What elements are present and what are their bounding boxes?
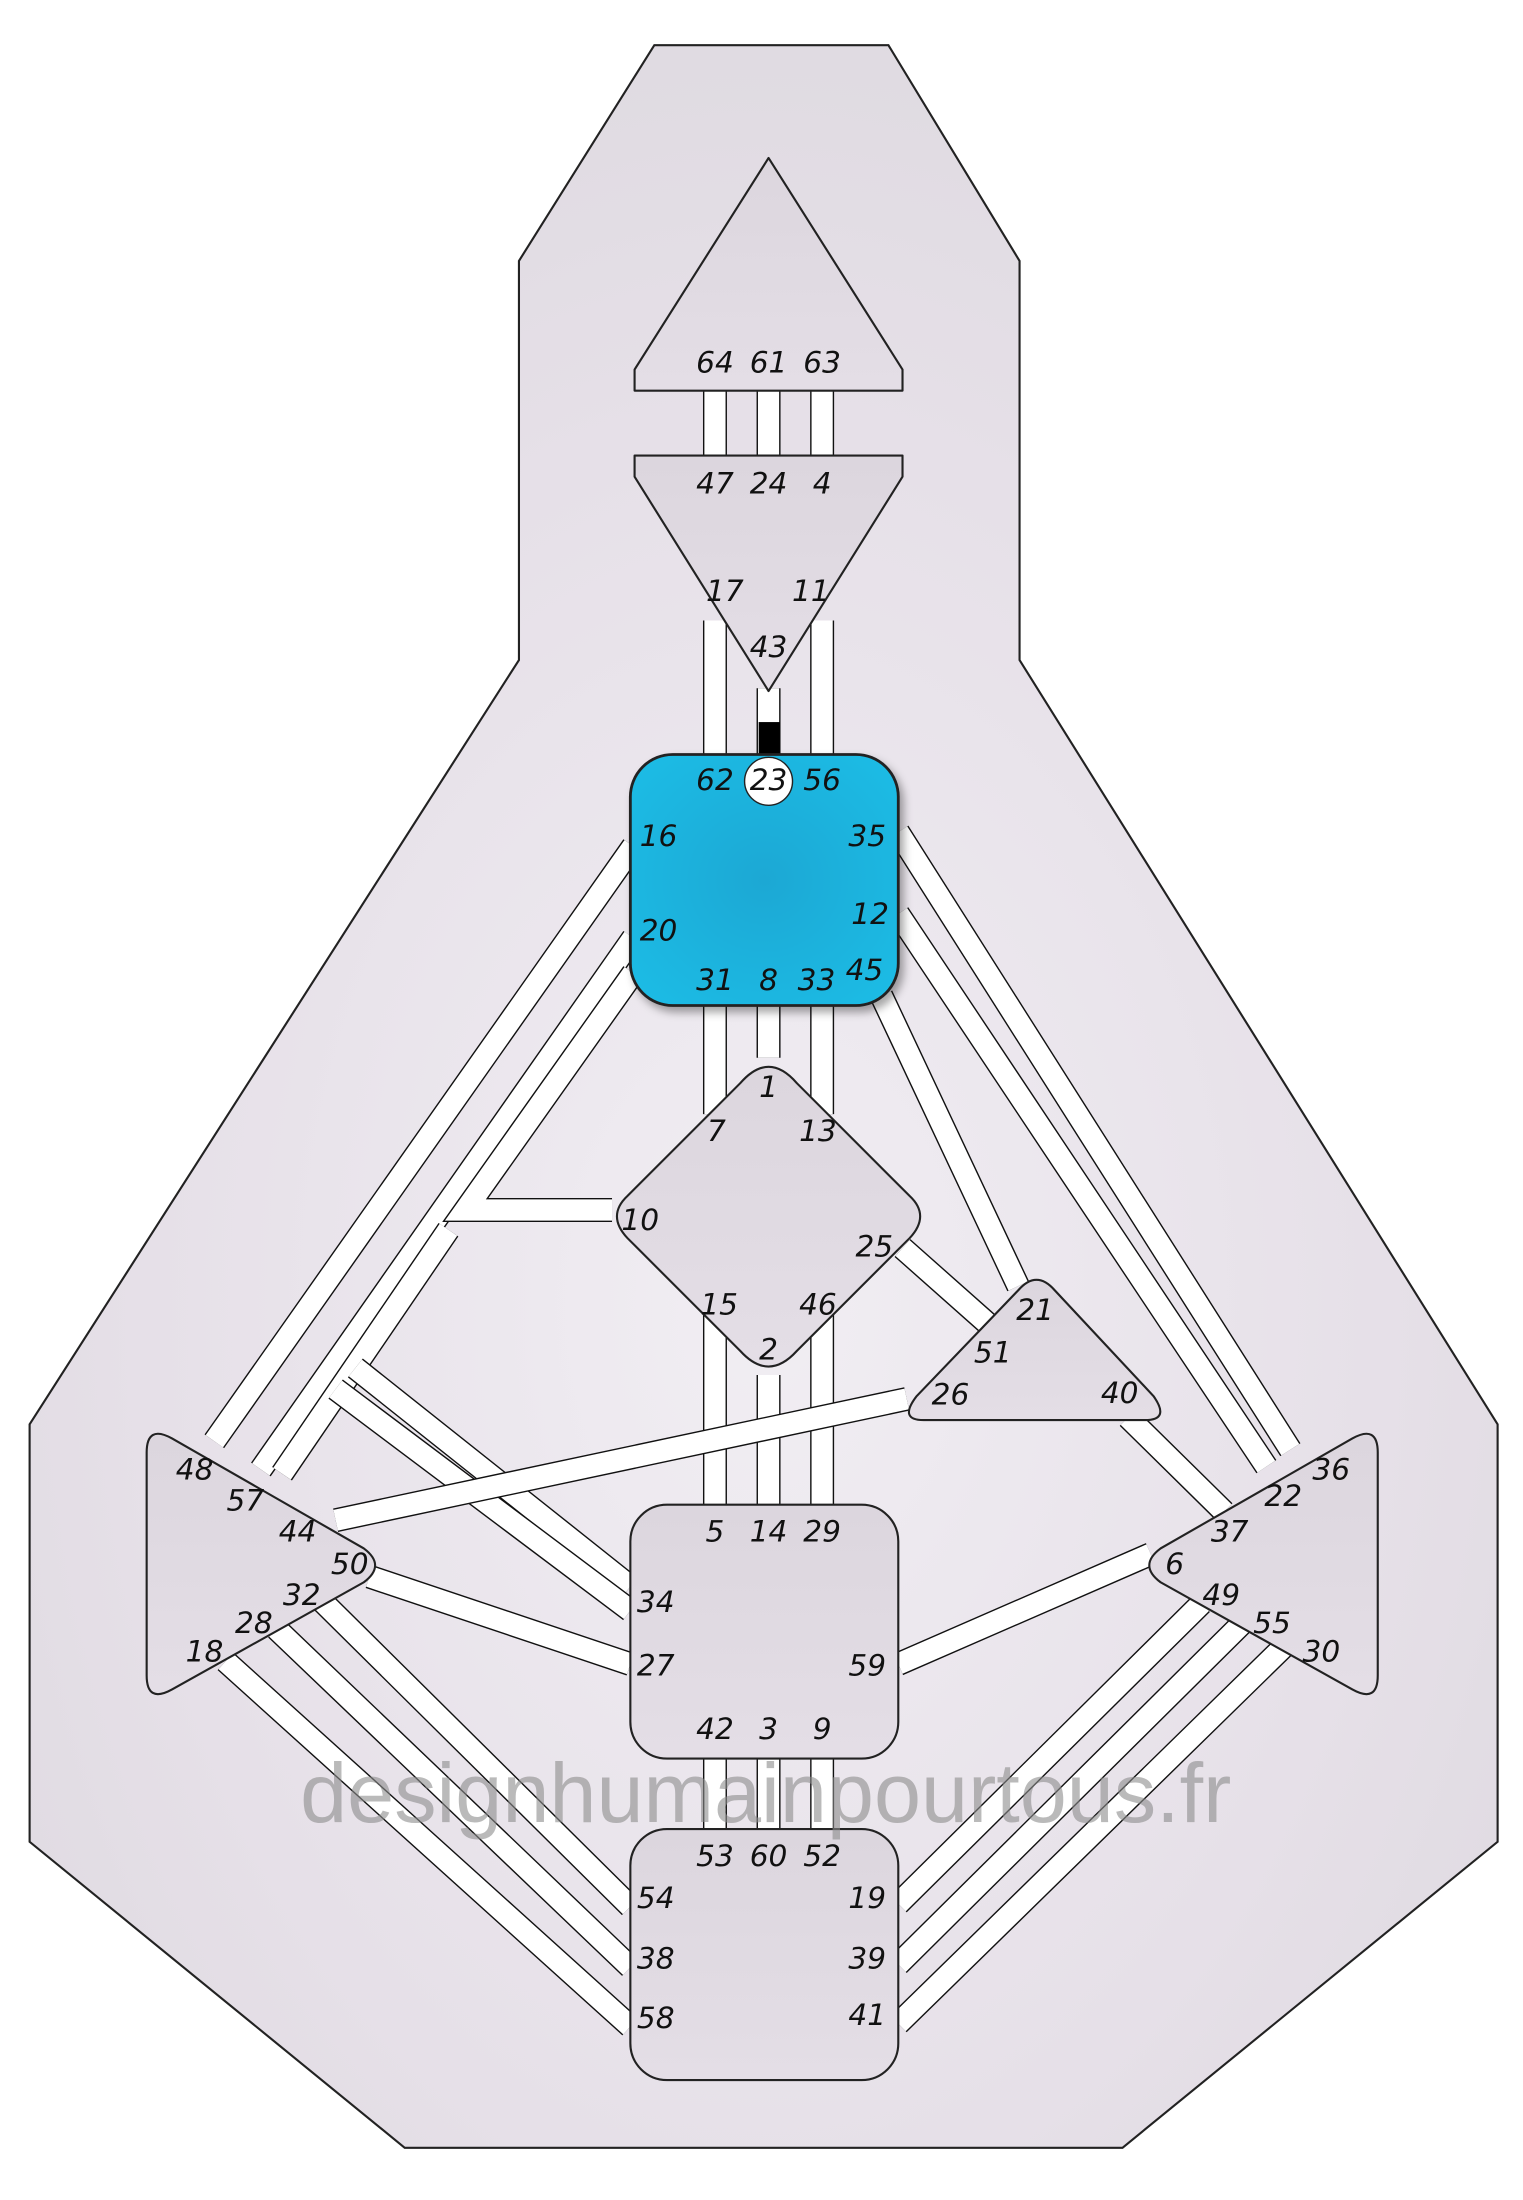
gate-58[interactable]: 58 <box>637 2001 675 2035</box>
channel-19-49 <box>889 1594 1210 1913</box>
gate-4[interactable]: 4 <box>813 467 832 501</box>
gate-13[interactable]: 13 <box>799 1114 837 1148</box>
center-sacral[interactable] <box>629 1503 900 1760</box>
gate-11[interactable]: 11 <box>792 574 830 608</box>
channel-35-36 <box>888 825 1301 1457</box>
gate-61[interactable]: 61 <box>750 345 788 379</box>
channel-41-30 <box>889 1638 1292 2033</box>
channel-44-26 <box>333 1387 910 1532</box>
gate-50[interactable]: 50 <box>331 1547 369 1581</box>
gate-23[interactable]: 23 <box>750 763 788 797</box>
gate-43-defined-segment <box>758 722 780 756</box>
gate-28[interactable]: 28 <box>235 1606 273 1640</box>
channel-32-54 <box>313 1592 639 1916</box>
gate-46[interactable]: 46 <box>799 1287 837 1321</box>
gate-17[interactable]: 17 <box>706 574 744 608</box>
gate-22[interactable]: 22 <box>1264 1479 1302 1513</box>
gate-43[interactable]: 43 <box>750 630 788 664</box>
center-head[interactable] <box>633 156 904 392</box>
active-gate-23-marker <box>743 756 794 806</box>
gate-40[interactable]: 40 <box>1101 1376 1139 1410</box>
channel-50-27 <box>365 1565 635 1676</box>
gate-20[interactable]: 20 <box>640 914 678 948</box>
channel-28-38 <box>268 1620 639 1976</box>
gate-62[interactable]: 62 <box>696 763 734 797</box>
gate-35[interactable]: 35 <box>848 819 886 853</box>
gate-52[interactable]: 52 <box>803 1839 841 1873</box>
gate-32[interactable]: 32 <box>283 1578 321 1612</box>
gate-42[interactable]: 42 <box>696 1712 734 1746</box>
gate-10[interactable]: 10 <box>621 1203 659 1237</box>
channel-45-21 <box>870 990 1029 1292</box>
gate-8[interactable]: 8 <box>759 963 778 997</box>
channel-12-22 <box>888 907 1277 1474</box>
gate-53[interactable]: 53 <box>696 1839 734 1873</box>
center-solar-plexus[interactable] <box>1148 1432 1379 1696</box>
center-spleen[interactable] <box>145 1432 377 1696</box>
gate-27[interactable]: 27 <box>637 1648 675 1682</box>
gate-7[interactable]: 7 <box>707 1114 726 1148</box>
gate-5[interactable]: 5 <box>706 1514 725 1548</box>
channel-25-51 <box>894 1239 998 1335</box>
channel-20-10 <box>442 966 643 1222</box>
gate-2[interactable]: 2 <box>759 1333 778 1367</box>
center-ajna[interactable] <box>633 454 904 693</box>
channel-40-37 <box>1119 1408 1233 1521</box>
center-heart[interactable] <box>907 1278 1162 1422</box>
gate-12[interactable]: 12 <box>851 897 889 931</box>
gate-36[interactable]: 36 <box>1312 1452 1350 1486</box>
gate-19[interactable]: 19 <box>848 1881 886 1915</box>
center-g[interactable] <box>615 1066 922 1368</box>
gate-21[interactable]: 21 <box>1016 1293 1054 1327</box>
gate-30[interactable]: 30 <box>1302 1634 1340 1668</box>
gate-18[interactable]: 18 <box>186 1634 224 1668</box>
gate-16[interactable]: 16 <box>640 819 678 853</box>
gate-57[interactable]: 57 <box>227 1483 265 1517</box>
gate-1[interactable]: 1 <box>759 1070 778 1104</box>
gate-45[interactable]: 45 <box>846 953 884 987</box>
gate-56[interactable]: 56 <box>803 763 841 797</box>
channel-18-58 <box>217 1652 639 2036</box>
gate-3[interactable]: 3 <box>759 1712 778 1746</box>
gate-55[interactable]: 55 <box>1253 1606 1291 1640</box>
center-throat[interactable] <box>628 753 900 1007</box>
gate-24[interactable]: 24 <box>750 467 788 501</box>
gate-15[interactable]: 15 <box>700 1287 738 1321</box>
channels <box>204 390 1301 2036</box>
gate-6[interactable]: 6 <box>1165 1547 1184 1581</box>
gate-39[interactable]: 39 <box>848 1942 886 1976</box>
channel-10-57 <box>272 1222 459 1481</box>
gate-25[interactable]: 25 <box>855 1230 893 1264</box>
gate-26[interactable]: 26 <box>932 1378 970 1412</box>
gate-64[interactable]: 64 <box>696 345 734 379</box>
gate-49[interactable]: 49 <box>1202 1578 1240 1612</box>
gate-31[interactable]: 31 <box>696 963 734 997</box>
channel-16-48 <box>204 839 643 1449</box>
gate-37[interactable]: 37 <box>1211 1514 1249 1548</box>
gate-41[interactable]: 41 <box>848 1998 886 2032</box>
gate-44[interactable]: 44 <box>279 1514 317 1548</box>
gate-59[interactable]: 59 <box>848 1648 886 1682</box>
gate-63[interactable]: 63 <box>803 345 841 379</box>
gate-48[interactable]: 48 <box>176 1452 214 1486</box>
gate-33[interactable]: 33 <box>798 963 836 997</box>
gate-47[interactable]: 47 <box>696 467 734 501</box>
gate-9[interactable]: 9 <box>813 1712 832 1746</box>
gate-29[interactable]: 29 <box>803 1514 841 1548</box>
gate-38[interactable]: 38 <box>637 1942 675 1976</box>
center-root[interactable] <box>629 1828 900 2082</box>
gate-51[interactable]: 51 <box>974 1335 1012 1369</box>
gate-60[interactable]: 60 <box>750 1839 788 1873</box>
channel-59-6 <box>893 1543 1156 1676</box>
gate-54[interactable]: 54 <box>637 1881 675 1915</box>
channel-20-57 <box>251 930 643 1477</box>
gate-34[interactable]: 34 <box>637 1585 675 1619</box>
gate-14[interactable]: 14 <box>750 1514 788 1548</box>
channel-39-55 <box>889 1616 1250 1973</box>
watermark: designhumainpourtous.fr <box>300 1745 1231 1840</box>
